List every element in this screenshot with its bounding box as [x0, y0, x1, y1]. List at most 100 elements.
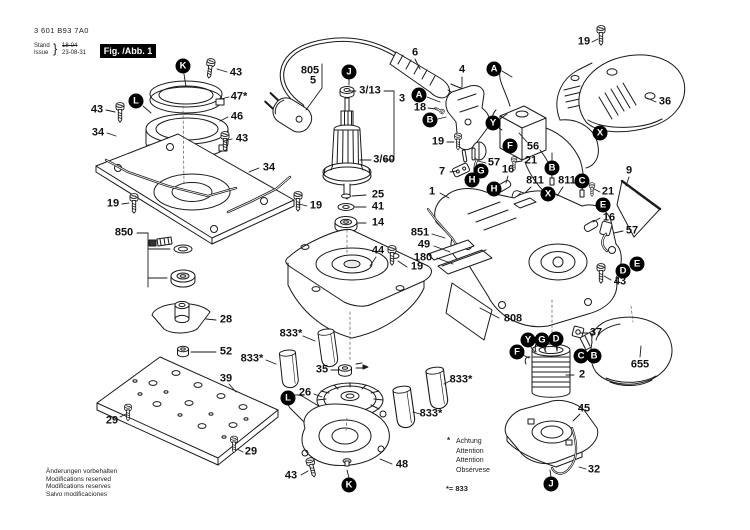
bubble-C: C: [574, 173, 590, 189]
old-issue-date: 18-04: [62, 43, 78, 49]
issue-label: Issue: [34, 49, 49, 56]
leader-line: [216, 68, 228, 73]
clamp-rod-34-right: [226, 175, 292, 214]
callout-16: 16: [501, 163, 515, 176]
bubble-K: K: [341, 477, 357, 493]
leader-line: [479, 307, 500, 319]
leader-line: [351, 194, 367, 197]
power-cord: [279, 37, 401, 109]
callout-47: 47*: [230, 90, 248, 103]
leader-line: [436, 257, 454, 265]
callout-655: 655: [630, 358, 650, 371]
leader-line: [414, 58, 421, 70]
pad-180: [437, 249, 493, 275]
callout-14: 14: [371, 216, 385, 229]
bearing-850: [170, 269, 196, 288]
leader-line: [369, 256, 377, 267]
callout-52: 52: [219, 345, 233, 358]
callout-811: 811: [526, 174, 544, 187]
callout-811: 811: [558, 174, 576, 187]
bubble-H: H: [464, 172, 480, 188]
leader-line: [439, 192, 450, 199]
screw-43-tl: [204, 57, 216, 80]
issue-date: 23-08-31: [62, 50, 87, 56]
bubble-C: C: [573, 348, 589, 364]
clamp-rod-34-left: [104, 158, 238, 198]
callout-1: 1: [428, 185, 436, 198]
callout-5: 5: [309, 74, 317, 87]
bubble-X: X: [540, 186, 556, 202]
note-asterisk: *: [447, 436, 451, 445]
washer-41: [337, 203, 355, 211]
leader-line: [183, 73, 187, 88]
callout-57: 57: [487, 156, 501, 169]
washer-850: [173, 244, 193, 254]
bubble-E: E: [595, 197, 611, 213]
brace-glyph: }: [53, 41, 58, 56]
leader-line: [220, 96, 230, 100]
leader-line: [477, 160, 487, 164]
callout-48: 48: [395, 458, 409, 471]
callout-25: 25: [371, 188, 385, 201]
insert-850: [148, 236, 173, 247]
callout-2: 2: [578, 368, 586, 381]
leader-line: [578, 466, 587, 470]
attention-note: Achtung Attention Attention Obsérvese: [456, 437, 490, 475]
armature-3-60: [322, 97, 372, 200]
rod-851: [426, 207, 460, 249]
counterweight-28: [151, 300, 211, 334]
leader-line: [121, 202, 130, 205]
callout-805: 805: [300, 64, 320, 77]
leader-line: [298, 203, 308, 207]
leader-line: [228, 383, 237, 393]
brush-sleeve-833-a: [317, 327, 340, 369]
leader-line: [313, 393, 323, 398]
callout-808: 808: [503, 312, 523, 325]
bubble-E: E: [629, 256, 645, 272]
note-line: Achtung: [456, 438, 482, 445]
dust-box-655: [579, 316, 673, 386]
stand-issue-labels: Stand Issue: [34, 43, 50, 56]
callout-850: 850: [114, 226, 134, 239]
bearing-14: [334, 216, 358, 233]
leader-line: [397, 260, 408, 268]
leader-line: [426, 96, 441, 103]
bubble-J: J: [543, 476, 559, 492]
leader-line: [572, 413, 581, 422]
leader-line: [505, 175, 509, 184]
leader-line: [613, 230, 624, 234]
callout-833: 833*: [279, 327, 303, 340]
leader-lines: [105, 38, 657, 479]
leader-line: [501, 70, 513, 78]
leader-line: [105, 109, 116, 113]
leader-line: [300, 470, 309, 476]
leader-line: [591, 38, 599, 43]
callout-46: 46: [230, 110, 244, 123]
callout-16: 16: [602, 211, 616, 224]
callout-29: 29: [105, 414, 119, 427]
footer-disclaimer: Änderungen vorbehalten Modifications res…: [46, 468, 117, 498]
leader-line: [119, 413, 127, 418]
bubble-X: X: [592, 125, 608, 141]
callout-833: 833*: [419, 407, 443, 420]
leader-line: [549, 469, 552, 478]
leader-line: [223, 138, 233, 142]
leader-line: [524, 186, 532, 194]
footer-line: Modifications reserved: [46, 475, 112, 483]
callout-833: 833*: [240, 352, 264, 365]
callout-41: 41: [371, 200, 385, 213]
leader-line: [499, 113, 508, 120]
switch-module-56: [499, 105, 547, 161]
bubble-A: A: [486, 61, 502, 77]
note-line: Attention: [456, 447, 484, 455]
callout-49: 49: [417, 238, 431, 251]
screw-19-m1: [293, 191, 303, 212]
frame-plate-34: [95, 133, 295, 245]
bubble-B: B: [544, 160, 560, 176]
leader-line: [522, 354, 530, 359]
screw-21-b: [588, 182, 596, 197]
callout-43: 43: [90, 103, 104, 116]
bubble-G: G: [534, 332, 550, 348]
callout-851: 851: [410, 226, 430, 239]
bubble-Y: Y: [520, 332, 536, 348]
